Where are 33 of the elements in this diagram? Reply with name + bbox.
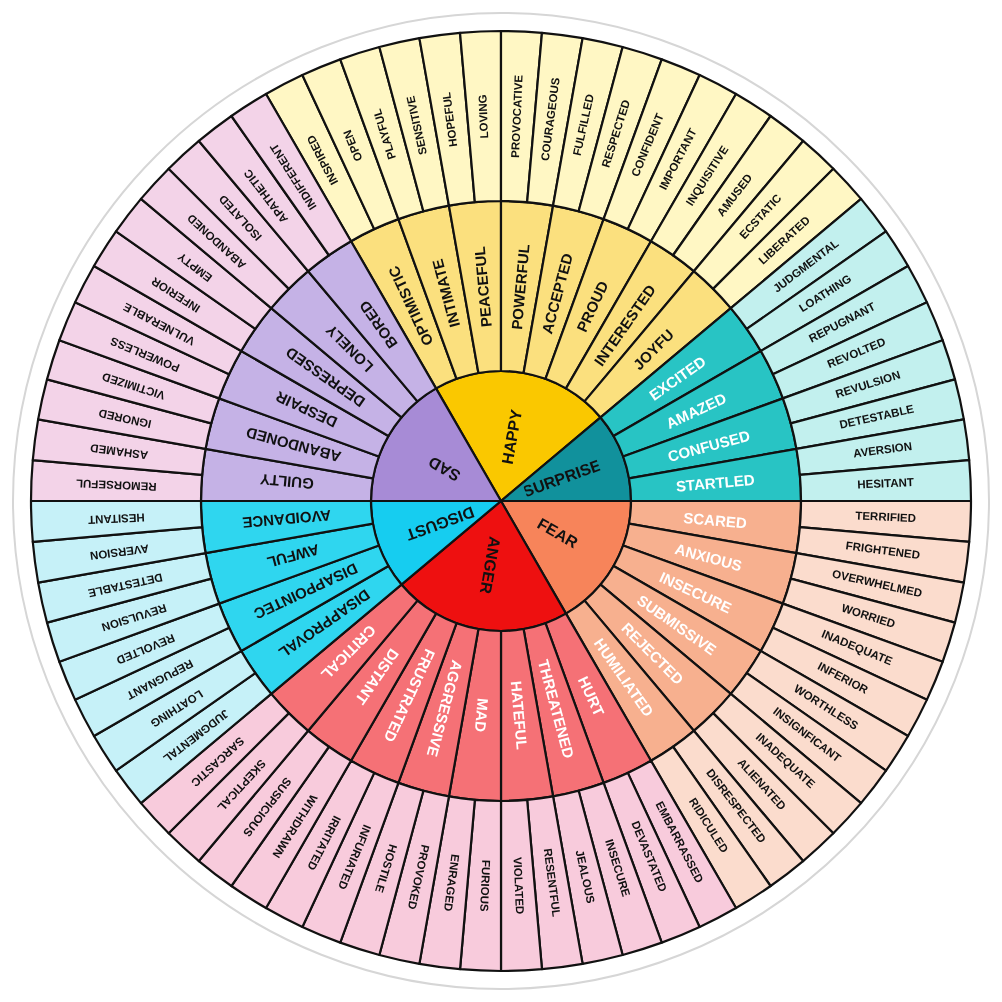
emotion-label: STARTLED bbox=[675, 471, 756, 494]
emotion-label: PEACEFUL bbox=[471, 245, 494, 328]
emotion-label: IGNORED bbox=[97, 406, 153, 430]
emotion-label: AVOIDANCE bbox=[241, 508, 332, 532]
emotion-label: POWERFUL bbox=[508, 243, 531, 331]
emotion-label: HATEFUL bbox=[509, 680, 531, 751]
emotion-label: FURIOUS bbox=[477, 859, 492, 912]
emotion-label: ENRAGED bbox=[441, 853, 461, 912]
emotion-label: HAPPY bbox=[499, 408, 525, 466]
emotion-segment bbox=[369, 387, 503, 503]
emotion-label: COURAGEOUS bbox=[540, 77, 563, 162]
emotion-label: HOPEFUL bbox=[441, 91, 461, 148]
emotion-label: MAD bbox=[473, 697, 492, 733]
emotion-label: FRIGHTENED bbox=[844, 540, 921, 562]
emotion-label: GUILTY bbox=[259, 472, 315, 493]
emotion-label: AVERSION bbox=[89, 541, 150, 561]
emotion-label: ASHAMED bbox=[89, 441, 149, 461]
emotion-label: REMORSEFUL bbox=[75, 476, 157, 492]
emotion-segment bbox=[798, 458, 973, 503]
emotion-label: AVERSION bbox=[852, 441, 913, 461]
emotion-label: HESITANT bbox=[857, 477, 915, 492]
emotion-label: LOVING bbox=[477, 94, 491, 139]
emotion-label: HESITANT bbox=[87, 510, 145, 525]
emotion-label: SAD bbox=[426, 453, 464, 484]
emotion-segment bbox=[458, 29, 503, 204]
emotion-label: JEALOUS bbox=[572, 849, 596, 905]
emotion-label: PROVOCATIVE bbox=[510, 74, 526, 158]
emotion-label: SCARED bbox=[683, 509, 748, 530]
emotion-label: OPEN bbox=[342, 128, 366, 163]
emotion-label: TERRIFIED bbox=[855, 510, 917, 525]
emotion-label: VIOLATED bbox=[510, 856, 525, 915]
emotion-label: ANGER bbox=[476, 535, 503, 595]
emotion-label: RESENTFUL bbox=[541, 847, 562, 918]
